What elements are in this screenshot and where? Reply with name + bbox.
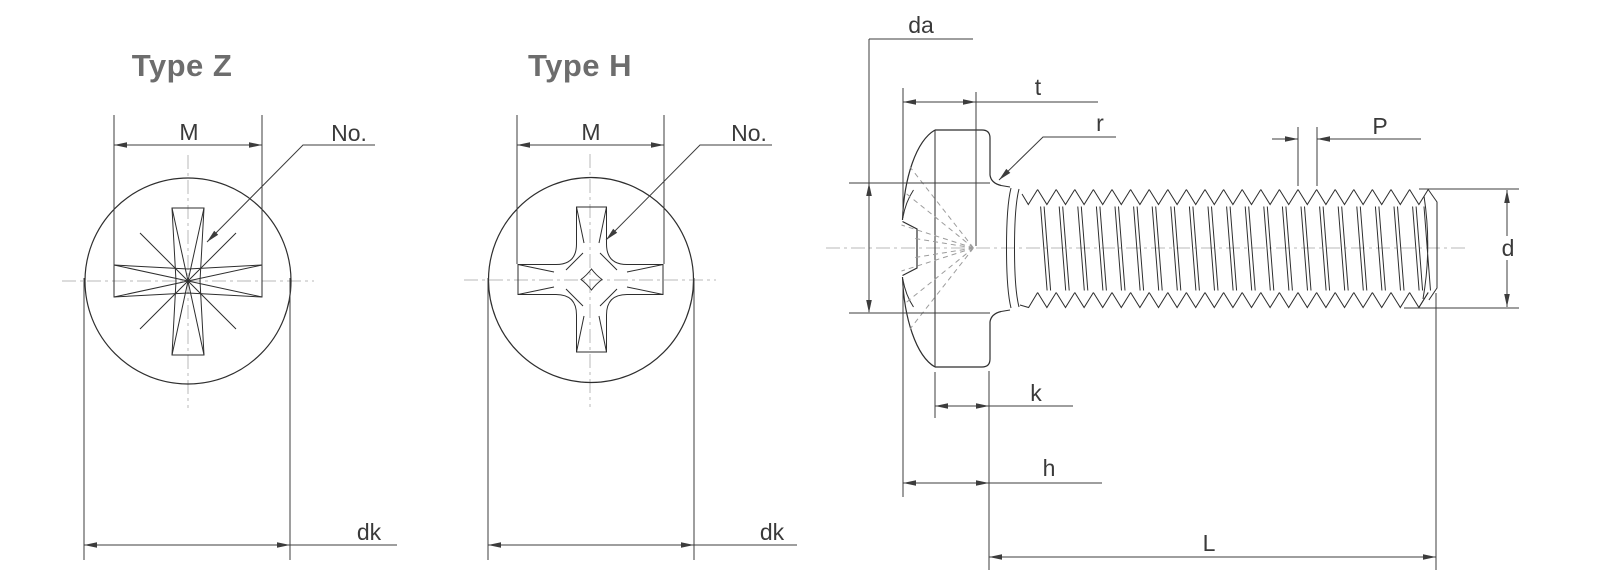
label-m: M (581, 119, 600, 145)
head-outline-circle (84, 177, 292, 385)
leader-line (998, 136, 1116, 181)
label-k: k (1030, 380, 1042, 406)
dim-lines (1272, 127, 1421, 186)
dim-lines (113, 115, 263, 266)
dimension-t: t (902, 74, 1098, 246)
label-l: L (1203, 530, 1216, 556)
dim-arrows (935, 403, 989, 409)
center-line (464, 154, 716, 407)
center-point-diamond (580, 268, 603, 291)
threaded-shank (1000, 185, 1438, 312)
dim-lines (487, 278, 797, 560)
leader-line (206, 144, 375, 243)
dim-lines (1404, 188, 1519, 309)
dim-arrows (866, 183, 872, 313)
type-h-view: Type H M No. dk (464, 48, 797, 560)
corner-chamfer-lines (565, 252, 618, 307)
dimension-k: k (934, 371, 1073, 570)
dim-lines (849, 38, 990, 314)
dimension-m-type-z: M (113, 115, 263, 266)
dimension-dk-type-z: dk (83, 278, 397, 560)
dim-lines (934, 371, 1073, 570)
leader-arrow (606, 228, 618, 240)
label-no: No. (731, 120, 767, 146)
label-p: P (1372, 113, 1387, 139)
thread-runout (1000, 185, 1039, 312)
leader-r: r (998, 110, 1116, 181)
type-z-view: Type Z M No. dk (62, 48, 397, 560)
dimension-da: da (849, 12, 990, 314)
dimension-m-type-h: M (516, 115, 665, 264)
label-m: M (179, 119, 198, 145)
head-outline (901, 129, 1002, 368)
dimension-p: P (1272, 113, 1421, 186)
leader-line (605, 144, 772, 241)
dim-lines (902, 88, 1098, 246)
label-dk: dk (760, 519, 785, 545)
dim-arrows (1285, 136, 1330, 142)
dimension-dk-type-h: dk (487, 278, 797, 560)
dimension-l: L (989, 293, 1437, 570)
dim-lines (516, 115, 665, 264)
wing-taper-lines (517, 206, 664, 353)
label-h: h (1043, 455, 1056, 481)
dim-lines (989, 293, 1437, 570)
screw-side-view: da t r P d k (826, 12, 1519, 570)
dim-arrows (1504, 190, 1510, 307)
label-t: t (1035, 74, 1042, 100)
leader-arrow (999, 168, 1011, 180)
pozidriv-diagonal-spikes (139, 232, 237, 330)
pozidriv-recess (113, 207, 263, 356)
dim-lines (83, 278, 397, 560)
leader-arrow (207, 230, 219, 242)
dimension-d: d (1404, 188, 1519, 309)
phillips-recess (517, 206, 664, 353)
label-no: No. (331, 120, 367, 146)
type-z-title: Type Z (132, 48, 233, 83)
leader-no-type-h: No. (605, 120, 772, 241)
dim-lines (902, 280, 1102, 497)
thread-end-chamfer (1418, 189, 1438, 308)
hidden-recess-lines (901, 166, 974, 330)
label-dk: dk (357, 519, 382, 545)
leader-no-type-z: No. (206, 120, 375, 243)
dimension-h: h (902, 280, 1102, 497)
label-da: da (908, 12, 934, 38)
label-r: r (1096, 110, 1104, 136)
type-h-title: Type H (528, 48, 632, 83)
label-d: d (1502, 235, 1515, 261)
